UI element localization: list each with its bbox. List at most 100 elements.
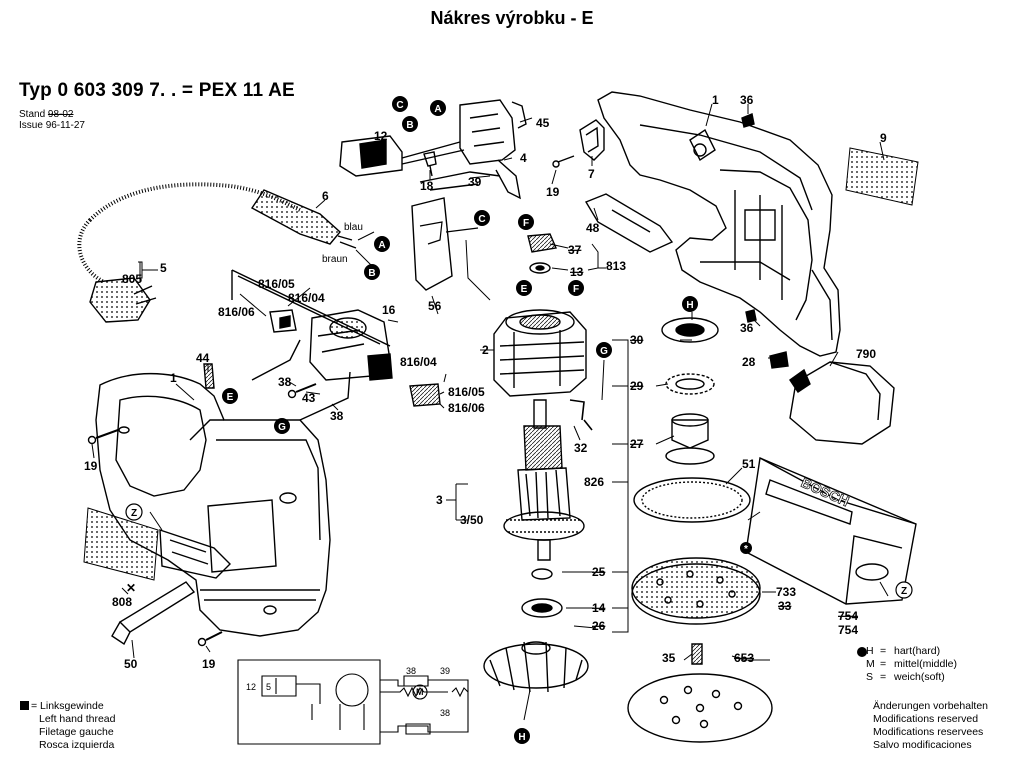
- label-wire-blau: blau: [344, 222, 363, 233]
- legend-line-1: = Linksgewinde: [31, 700, 104, 712]
- schem-label-5: 5: [266, 682, 271, 692]
- label-plate-9: [845, 147, 919, 206]
- label-part-3: 3: [436, 493, 443, 507]
- label-part-43: 43: [302, 391, 316, 405]
- callout-Z-right: Z: [895, 581, 913, 599]
- label-part-19-top: 19: [546, 185, 560, 199]
- label-part-35: 35: [662, 651, 676, 665]
- stand-value: 98-02: [47, 109, 74, 120]
- sanding-pad-733: [631, 557, 761, 625]
- legend-h-text: hart(hard): [894, 645, 941, 657]
- label-part-816-04-mid: 816/04: [400, 355, 437, 369]
- svg-text:F: F: [573, 284, 579, 295]
- switch-assembly: [339, 99, 527, 200]
- label-part-36-top: 36: [740, 93, 754, 107]
- slider-48: [584, 193, 674, 253]
- label-part-25: 25: [592, 565, 606, 579]
- svg-text:E: E: [227, 392, 234, 403]
- label-part-27: 27: [630, 437, 644, 451]
- label-part-816-06-top: 816/06: [218, 305, 255, 319]
- svg-text:F: F: [523, 218, 529, 229]
- label-part-790: 790: [856, 347, 876, 361]
- schem-label-39: 39: [440, 666, 450, 676]
- legend-m-text: mittel(middle): [894, 658, 958, 670]
- left-thread-square-icon: [20, 701, 29, 710]
- svg-text:B: B: [406, 120, 413, 131]
- label-part-50: 50: [124, 657, 138, 671]
- label-part-805: 805: [122, 272, 142, 286]
- svg-text:G: G: [278, 422, 286, 433]
- label-part-51: 51: [742, 457, 756, 471]
- label-part-36-mid: 36: [740, 321, 754, 335]
- thread-legend: = Linksgewinde Left hand thread Filetage…: [20, 700, 115, 752]
- callout-E-mid: E: [516, 280, 532, 296]
- callout-A-top: A: [430, 100, 446, 116]
- schem-label-38-top: 38: [406, 666, 416, 676]
- callout-H-bottom: H: [514, 728, 530, 744]
- svg-text:A: A: [434, 104, 441, 115]
- callout-E-left: E: [222, 388, 238, 404]
- svg-text:*: *: [744, 544, 748, 555]
- hardness-legend: H=hart(hard) M=mittel(middle) S=weich(so…: [852, 645, 957, 684]
- callout-A-cord: A: [374, 236, 390, 252]
- mod-line-2: Modifications reserved: [873, 713, 979, 725]
- label-part-19-left: 19: [84, 459, 98, 473]
- callout-C-mid: C: [474, 210, 490, 226]
- callout-star: *: [740, 542, 752, 555]
- label-part-4: 4: [520, 151, 527, 165]
- callout-Z-left: Z: [125, 503, 143, 521]
- label-part-13: 13: [570, 265, 584, 279]
- issue-label: Issue: [19, 120, 43, 131]
- label-part-39: 39: [468, 175, 482, 189]
- label-part-3-50: 3/50: [460, 513, 484, 527]
- label-part-45: 45: [536, 116, 550, 130]
- label-part-816-05-top: 816/05: [258, 277, 295, 291]
- housing-half-right: [597, 91, 841, 357]
- label-part-48: 48: [586, 221, 600, 235]
- callout-C-top: C: [392, 96, 408, 112]
- label-part-38-a: 38: [278, 375, 292, 389]
- label-part-19-bottom: 19: [202, 657, 216, 671]
- mod-line-3: Modifications reservees: [873, 726, 984, 738]
- wiring-schematic: [237, 659, 469, 745]
- power-cord: [77, 182, 357, 323]
- label-part-5: 5: [160, 261, 167, 275]
- callout-B-cord: B: [364, 264, 380, 280]
- label-part-754-struck: 754: [838, 609, 858, 623]
- svg-text:H: H: [686, 300, 693, 311]
- electronic-module-16: [231, 269, 441, 421]
- schem-label-motor: M: [416, 687, 424, 697]
- label-part-12: 12: [374, 129, 388, 143]
- page-title: Nákres výrobku - E: [430, 8, 594, 28]
- legend-s-letter: S: [866, 671, 874, 683]
- armature-3: [503, 399, 585, 561]
- label-part-813: 813: [606, 259, 626, 273]
- mod-line-4: Salvo modificaciones: [873, 739, 972, 751]
- svg-text:G: G: [600, 346, 608, 357]
- svg-text:H: H: [518, 732, 525, 743]
- label-part-1-top: 1: [712, 93, 719, 107]
- stand-label: Stand: [19, 109, 46, 120]
- label-part-816-06-mid: 816/06: [448, 401, 485, 415]
- mod-line-1: Änderungen vorbehalten: [873, 700, 989, 712]
- legend-line-2: Left hand thread: [39, 713, 116, 725]
- brake-ring-51: [633, 477, 751, 523]
- circlip-29: [665, 373, 715, 395]
- issue-value: 96-11-27: [45, 120, 85, 131]
- schem-label-38-bottom: 38: [440, 708, 450, 718]
- label-part-754: 754: [838, 623, 858, 637]
- legend-m-eq: =: [880, 658, 887, 670]
- fan-wheel: [483, 641, 589, 693]
- housing-half-left: [95, 372, 331, 637]
- label-wire-braun: braun: [322, 254, 348, 265]
- label-part-816-05-mid: 816/05: [448, 385, 485, 399]
- legend-s-text: weich(soft): [894, 671, 945, 683]
- brand-bosch: BOSCH: [799, 474, 852, 509]
- label-part-826: 826: [584, 475, 604, 489]
- label-part-816-04-top: 816/04: [288, 291, 325, 305]
- bearing-30: [661, 317, 719, 343]
- product-type-line: Typ 0 603 309 7. . = PEX 11 AE: [19, 80, 295, 101]
- callout-G-mid: G: [596, 342, 612, 358]
- callout-H-top: H: [682, 296, 698, 312]
